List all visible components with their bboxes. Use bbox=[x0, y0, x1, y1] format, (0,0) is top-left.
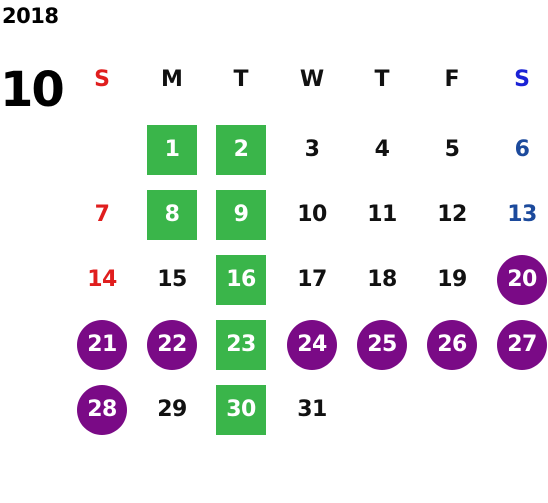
day-cell[interactable]: 24 bbox=[287, 320, 337, 370]
weekday-label: W bbox=[299, 67, 325, 92]
weekday-label: S bbox=[514, 67, 530, 92]
day-cell[interactable]: 18 bbox=[367, 267, 397, 292]
weekday-label: T bbox=[233, 67, 249, 92]
month-label: 10 bbox=[0, 62, 65, 118]
day-cell[interactable]: 31 bbox=[297, 397, 327, 422]
weekday-label: S bbox=[94, 67, 110, 92]
day-cell[interactable]: 15 bbox=[157, 267, 187, 292]
day-cell[interactable]: 27 bbox=[497, 320, 547, 370]
day-cell[interactable]: 8 bbox=[147, 190, 197, 240]
day-cell[interactable]: 25 bbox=[357, 320, 407, 370]
day-cell[interactable]: 10 bbox=[297, 202, 327, 227]
day-cell[interactable]: 14 bbox=[87, 267, 117, 292]
day-cell[interactable]: 1 bbox=[147, 125, 197, 175]
day-cell[interactable]: 22 bbox=[147, 320, 197, 370]
day-cell[interactable]: 12 bbox=[437, 202, 467, 227]
day-cell[interactable]: 30 bbox=[216, 385, 266, 435]
day-cell[interactable]: 5 bbox=[444, 137, 460, 162]
year-label: 2018 bbox=[2, 4, 59, 28]
day-cell[interactable]: 29 bbox=[157, 397, 187, 422]
day-cell[interactable]: 4 bbox=[374, 137, 390, 162]
day-cell[interactable]: 11 bbox=[367, 202, 397, 227]
day-cell[interactable]: 28 bbox=[77, 385, 127, 435]
day-cell[interactable]: 3 bbox=[304, 137, 320, 162]
weekday-label: T bbox=[374, 67, 390, 92]
day-cell[interactable]: 9 bbox=[216, 190, 266, 240]
day-cell[interactable]: 19 bbox=[437, 267, 467, 292]
day-cell[interactable]: 23 bbox=[216, 320, 266, 370]
weekday-label: F bbox=[444, 67, 460, 92]
day-cell[interactable]: 16 bbox=[216, 255, 266, 305]
day-cell[interactable]: 6 bbox=[514, 137, 530, 162]
day-cell[interactable]: 26 bbox=[427, 320, 477, 370]
day-cell[interactable]: 20 bbox=[497, 255, 547, 305]
day-cell[interactable]: 13 bbox=[507, 202, 537, 227]
weekday-label: M bbox=[161, 67, 183, 92]
day-cell[interactable]: 17 bbox=[297, 267, 327, 292]
day-cell[interactable]: 7 bbox=[94, 202, 110, 227]
day-cell[interactable]: 21 bbox=[77, 320, 127, 370]
day-cell[interactable]: 2 bbox=[216, 125, 266, 175]
